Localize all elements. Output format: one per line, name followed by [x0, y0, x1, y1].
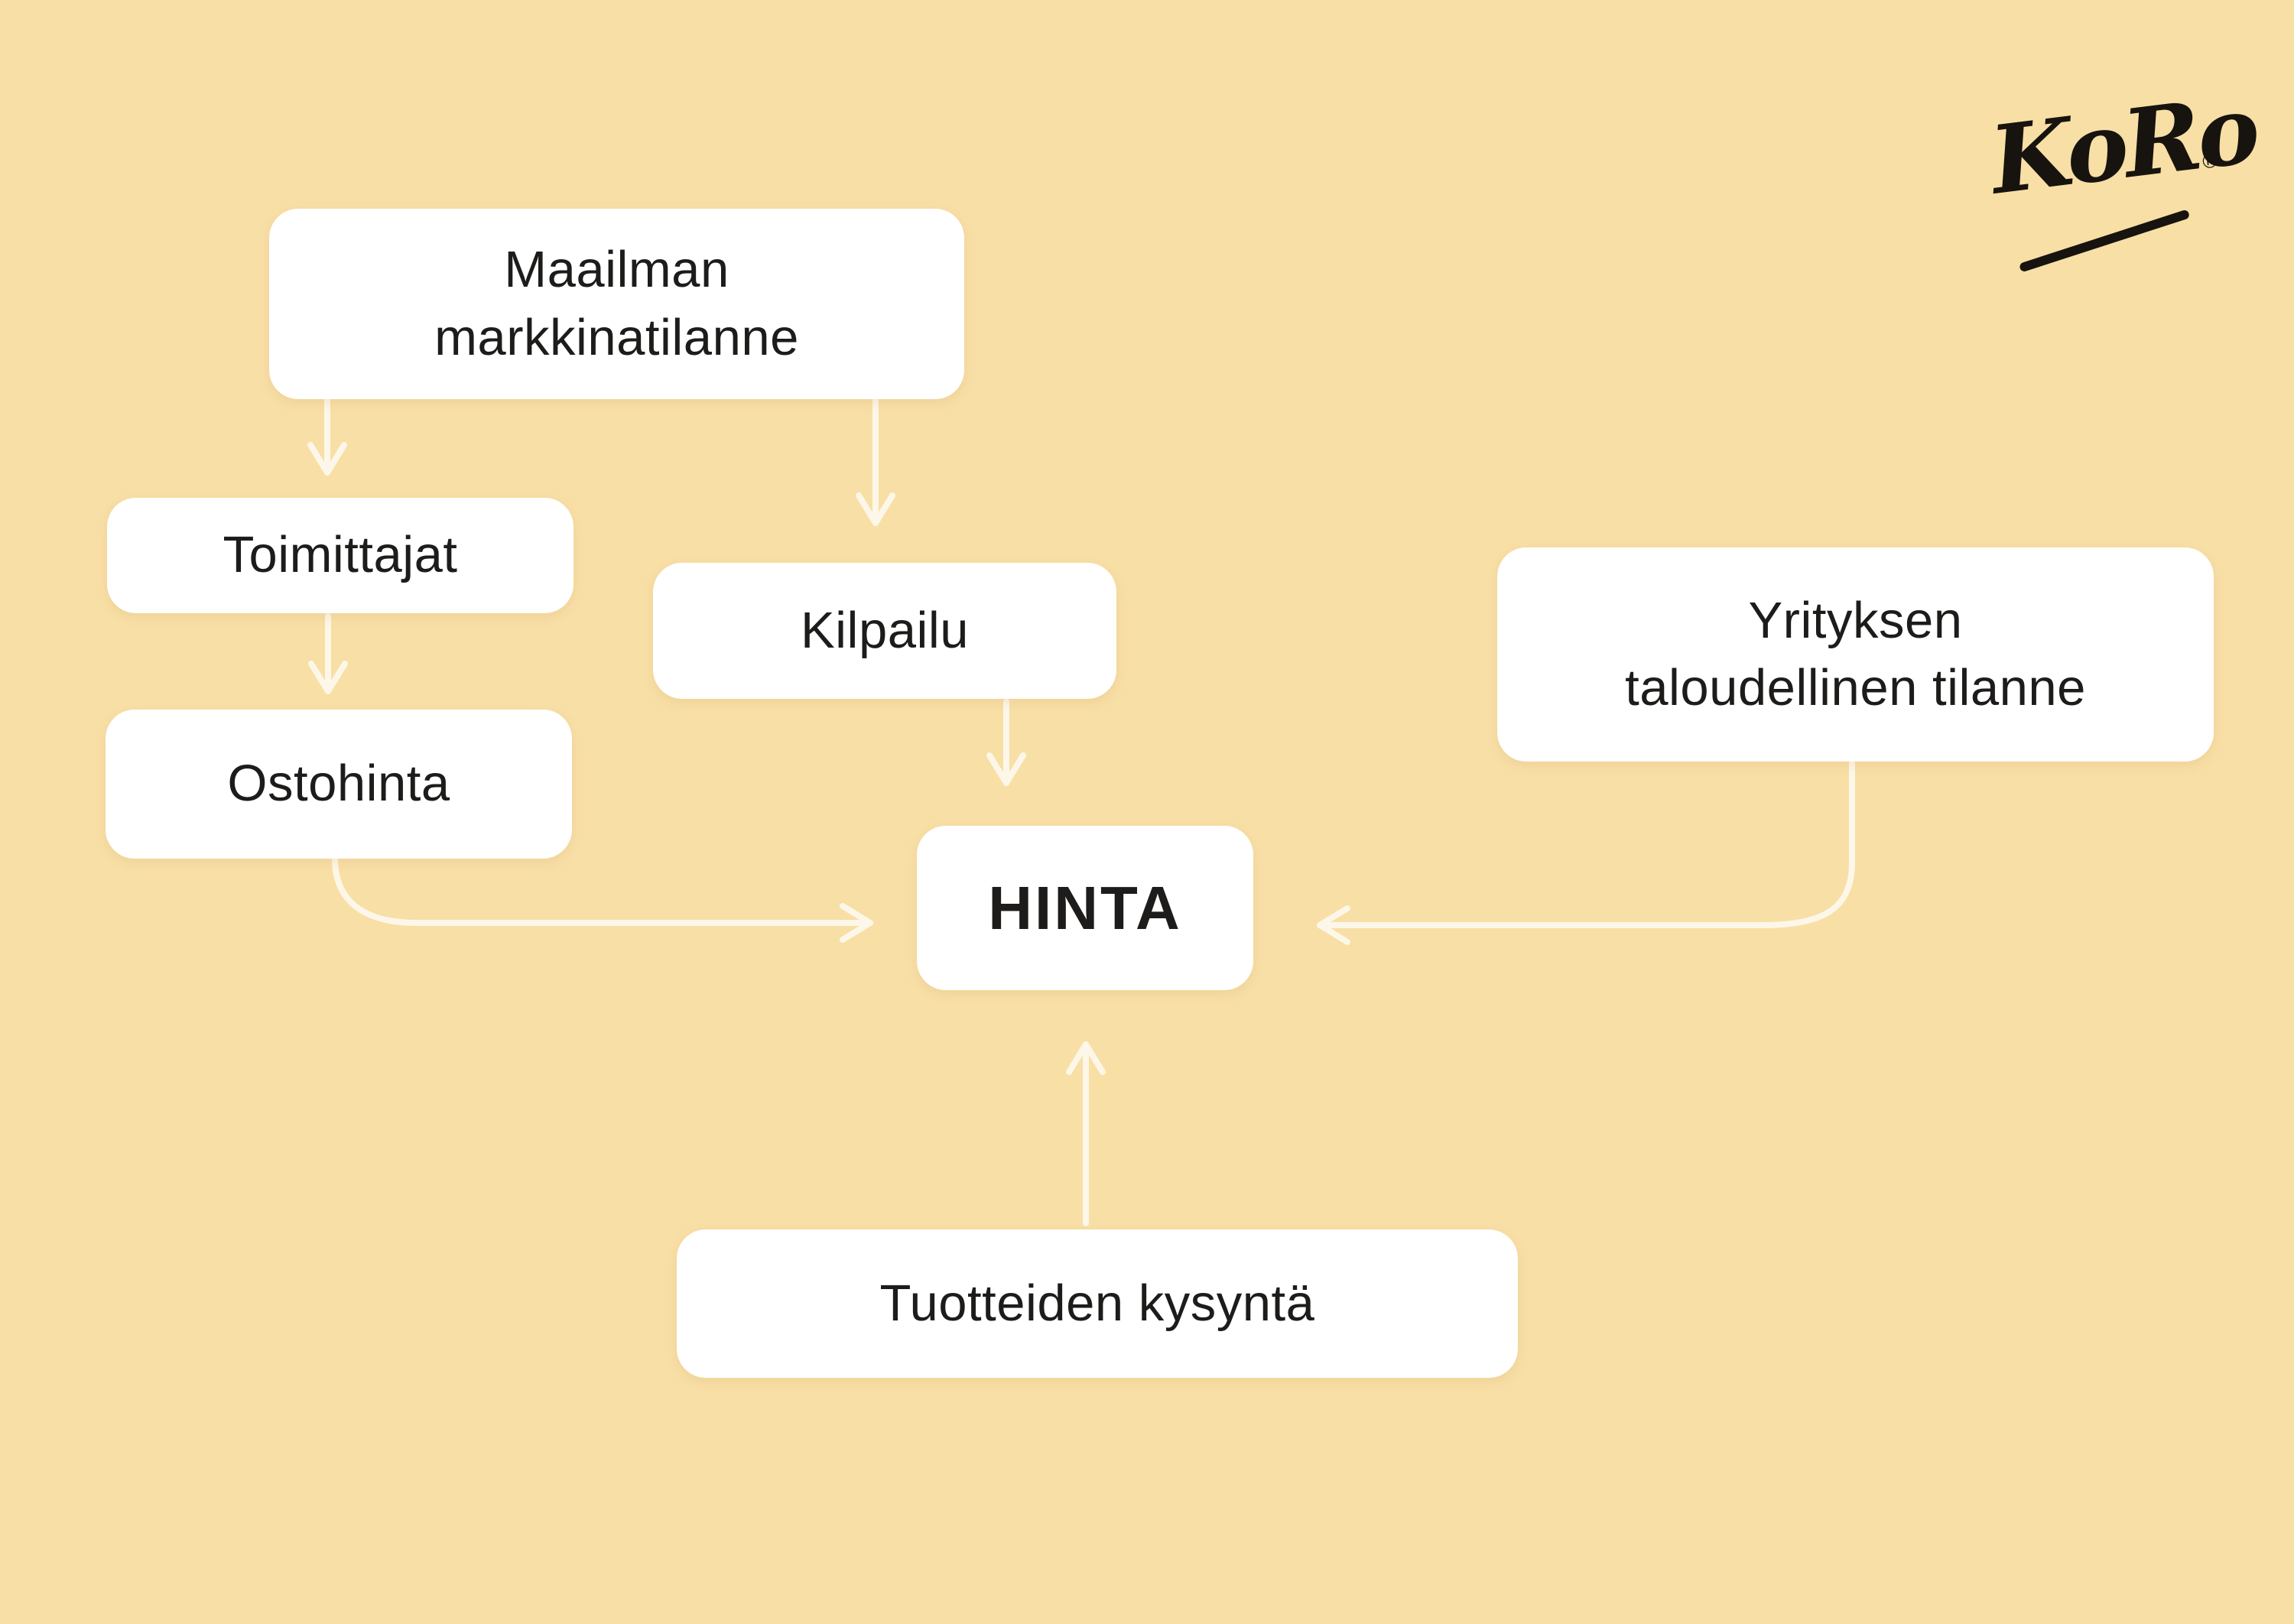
- node-label-line: Yrityksen: [1748, 591, 1963, 649]
- koro-logo: KoRo ®: [1976, 57, 2262, 298]
- arrow-ostohinta-to-hinta: [332, 856, 873, 943]
- node-label-line: Kilpailu: [800, 601, 970, 659]
- node-ostohinta: Ostohinta: [106, 710, 572, 859]
- node-label-line: HINTA: [988, 873, 1182, 942]
- node-yrityksen-taloudellinen-tilanne: Yrityksen taloudellinen tilanne: [1497, 547, 2214, 762]
- node-label-line: Toimittajat: [223, 526, 458, 584]
- node-maailman-markkinatilanne: Maailman markkinatilanne: [269, 209, 964, 399]
- node-label-line: Maailman: [504, 241, 729, 299]
- node-tuotteiden-kysynta: Tuotteiden kysyntä: [677, 1229, 1518, 1378]
- koro-logo-text: KoRo: [1984, 73, 2262, 216]
- logo-underline-stroke: [2018, 209, 2191, 273]
- node-label-line: markkinatilanne: [434, 308, 799, 366]
- node-label-line: taloudellinen tilanne: [1625, 659, 2086, 716]
- node-kilpailu: Kilpailu: [653, 563, 1116, 699]
- registered-trademark-icon: ®: [2201, 148, 2219, 174]
- node-label-line: Ostohinta: [227, 755, 450, 813]
- node-hinta: HINTA: [917, 826, 1253, 990]
- node-label-line: Tuotteiden kysyntä: [879, 1274, 1315, 1332]
- arrow-yrityksen-to-hinta: [1317, 760, 1855, 945]
- node-toimittajat: Toimittajat: [107, 498, 574, 613]
